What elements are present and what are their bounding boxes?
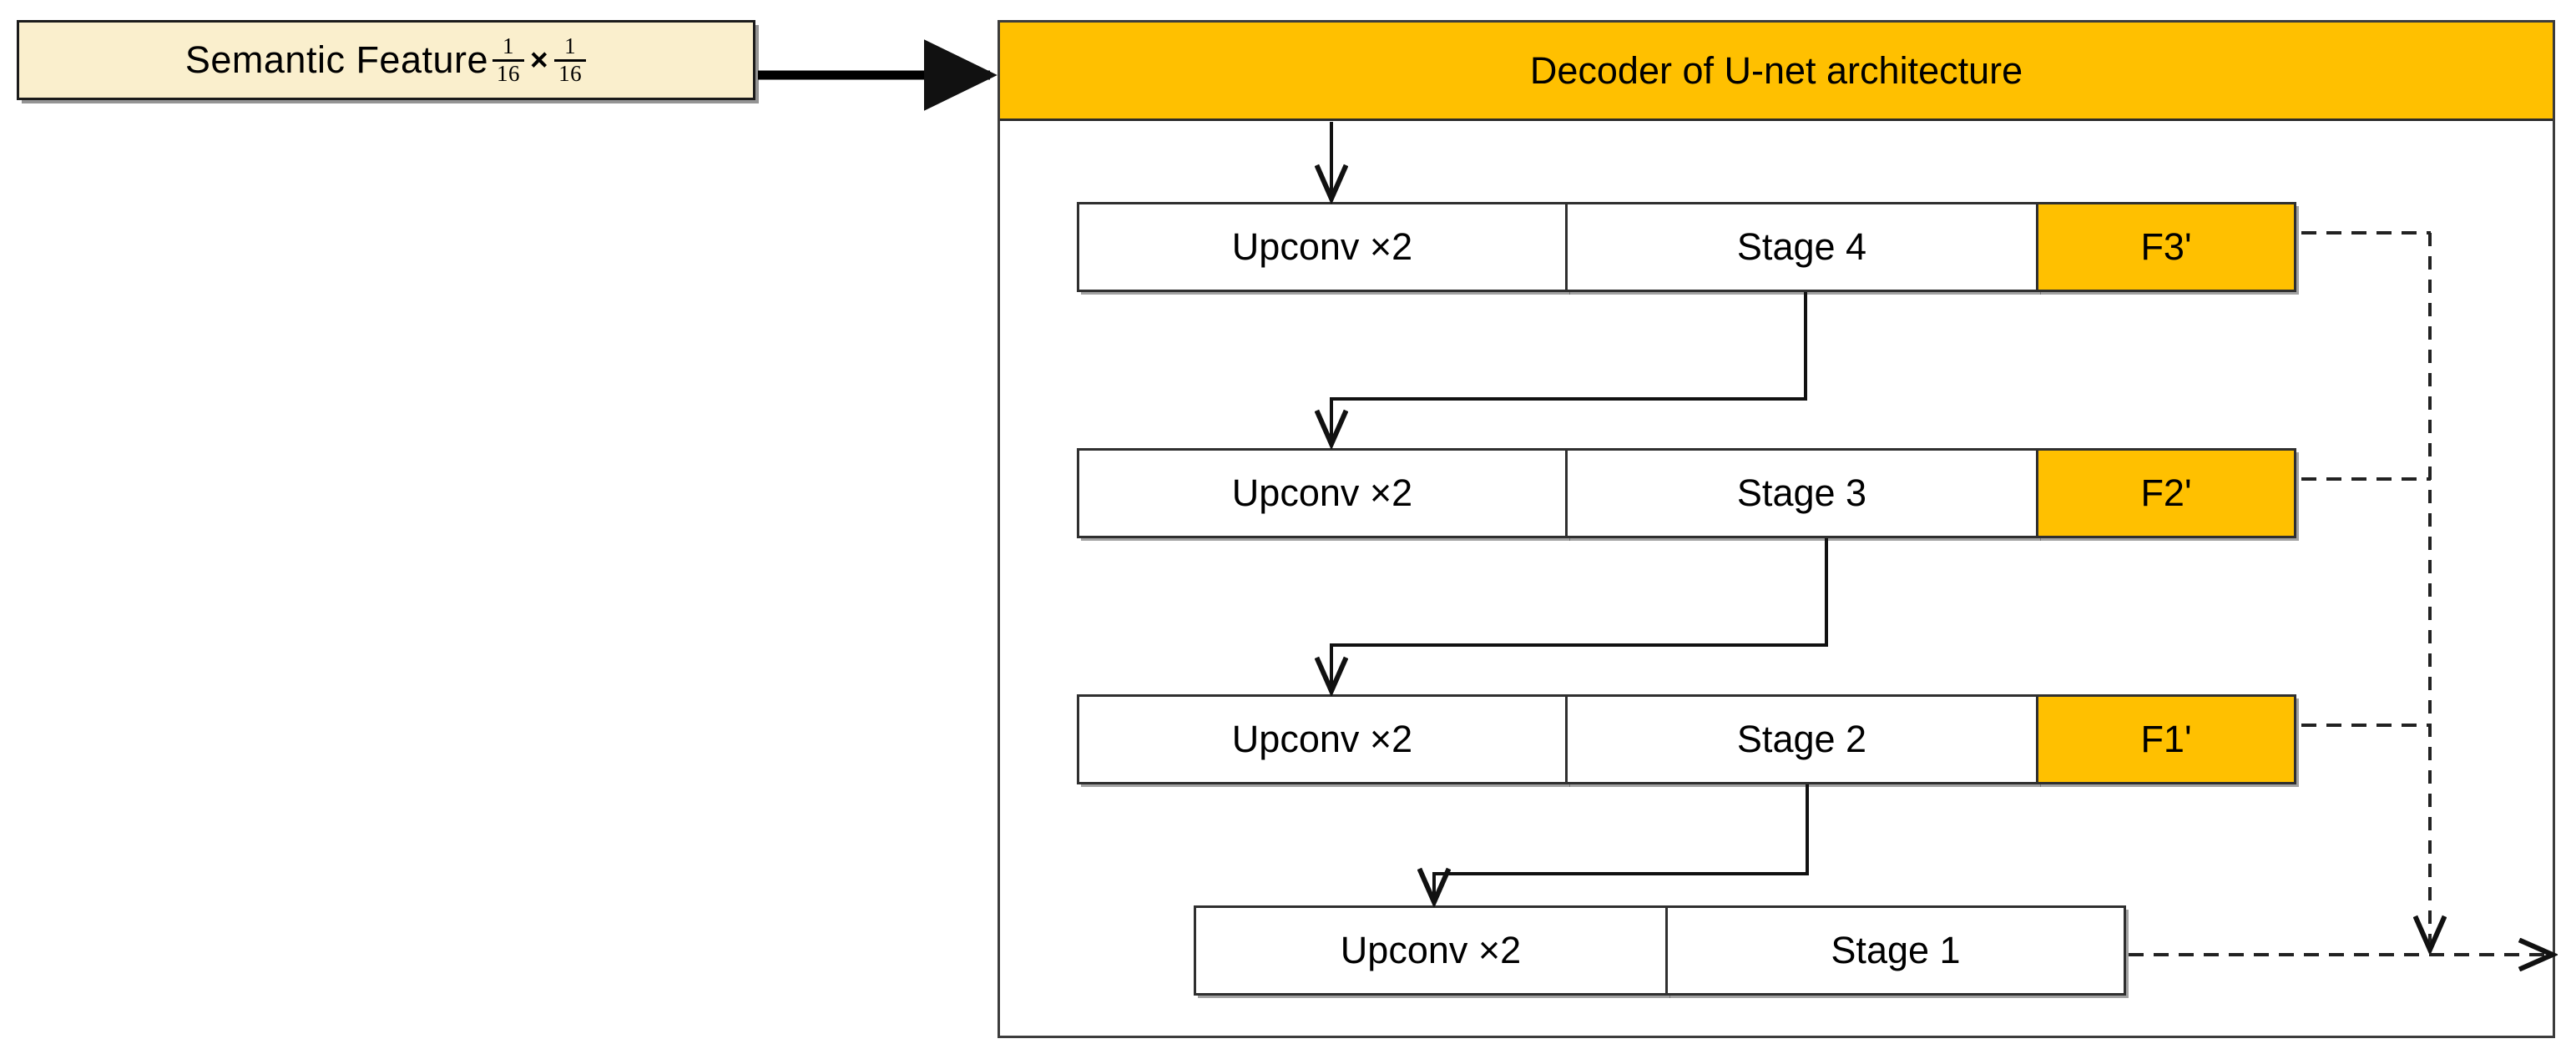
upconv-block-1: Upconv ×2 xyxy=(1194,905,1668,996)
stage-block-3: Stage 3 xyxy=(1565,448,2038,538)
fraction-one-sixteenth-second: 1 16 xyxy=(554,33,587,86)
decoder-header-title: Decoder of U-net architecture xyxy=(1529,48,2023,92)
stage-label: Stage 3 xyxy=(1736,471,1867,514)
feature-label: F3' xyxy=(2140,225,2192,268)
stage-row: Upconv ×2 Stage 1 xyxy=(1194,905,2126,996)
fraction-numerator: 1 xyxy=(564,33,577,58)
stage-row: Upconv ×2 Stage 2 F1' xyxy=(1077,694,2296,784)
upconv-block-2: Upconv ×2 xyxy=(1077,694,1568,784)
feature-block-f1: F1' xyxy=(2036,694,2296,784)
semantic-feature-label: Semantic Feature 1 16 × 1 16 xyxy=(184,33,587,86)
stage-block-4: Stage 4 xyxy=(1565,202,2038,292)
upconv-label: Upconv ×2 xyxy=(1231,225,1413,268)
stage-block-2: Stage 2 xyxy=(1565,694,2038,784)
semantic-feature-text: Semantic Feature xyxy=(184,38,489,81)
stage-label: Stage 2 xyxy=(1736,718,1867,760)
fraction-bar xyxy=(492,58,525,62)
feature-block-f2: F2' xyxy=(2036,448,2296,538)
fraction-denominator: 16 xyxy=(558,60,583,86)
fraction-one-sixteenth-first: 1 16 xyxy=(492,33,525,86)
upconv-block-3: Upconv ×2 xyxy=(1077,448,1568,538)
fraction-bar xyxy=(554,58,587,62)
upconv-label: Upconv ×2 xyxy=(1231,471,1413,514)
stage-label: Stage 4 xyxy=(1736,225,1867,268)
upconv-label: Upconv ×2 xyxy=(1340,929,1522,971)
feature-label: F1' xyxy=(2140,718,2192,760)
upconv-block-4: Upconv ×2 xyxy=(1077,202,1568,292)
stage-block-1: Stage 1 xyxy=(1665,905,2126,996)
feature-label: F2' xyxy=(2140,471,2192,514)
stage-label: Stage 1 xyxy=(1831,929,1961,971)
fraction-numerator: 1 xyxy=(503,33,515,58)
upconv-label: Upconv ×2 xyxy=(1231,718,1413,760)
stage-row: Upconv ×2 Stage 4 F3' xyxy=(1077,202,2296,292)
decoder-header-bar: Decoder of U-net architecture xyxy=(1000,23,2553,121)
semantic-feature-box: Semantic Feature 1 16 × 1 16 xyxy=(17,20,755,100)
fraction-denominator: 16 xyxy=(497,60,521,86)
feature-block-f3: F3' xyxy=(2036,202,2296,292)
stage-row: Upconv ×2 Stage 3 F2' xyxy=(1077,448,2296,538)
multiply-symbol: × xyxy=(530,43,549,77)
